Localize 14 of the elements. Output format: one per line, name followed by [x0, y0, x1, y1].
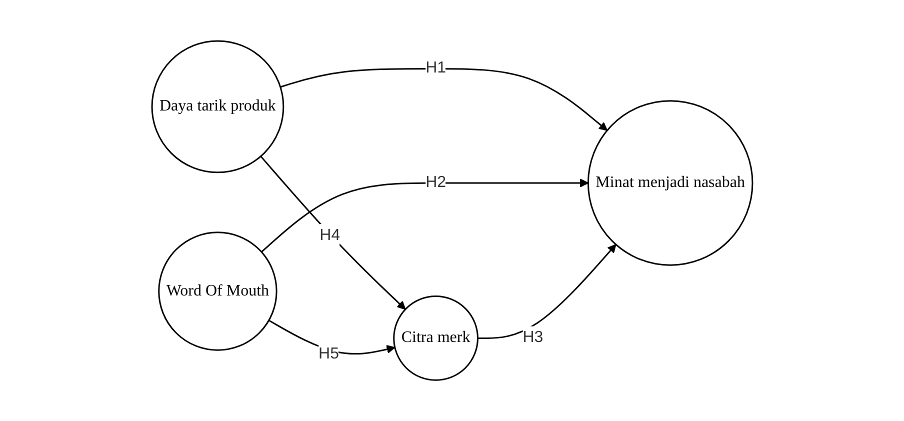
arrow [260, 156, 406, 310]
edge-label: H1 [425, 60, 446, 77]
edge-label: H4 [319, 226, 340, 244]
arrow [260, 178, 588, 252]
node-circle: Minat menjadi nasabah [587, 100, 753, 266]
arrow [477, 244, 616, 339]
arrow [268, 320, 396, 354]
node-circle: Citra merk [392, 295, 478, 381]
node-circle: Word Of Mouth [158, 232, 278, 351]
node-circle: Daya tarik produk [151, 40, 284, 174]
arrow [280, 68, 608, 131]
edge-label: H3 [522, 329, 543, 346]
edge-label: H5 [318, 346, 339, 363]
edge-label: H2 [425, 174, 446, 191]
